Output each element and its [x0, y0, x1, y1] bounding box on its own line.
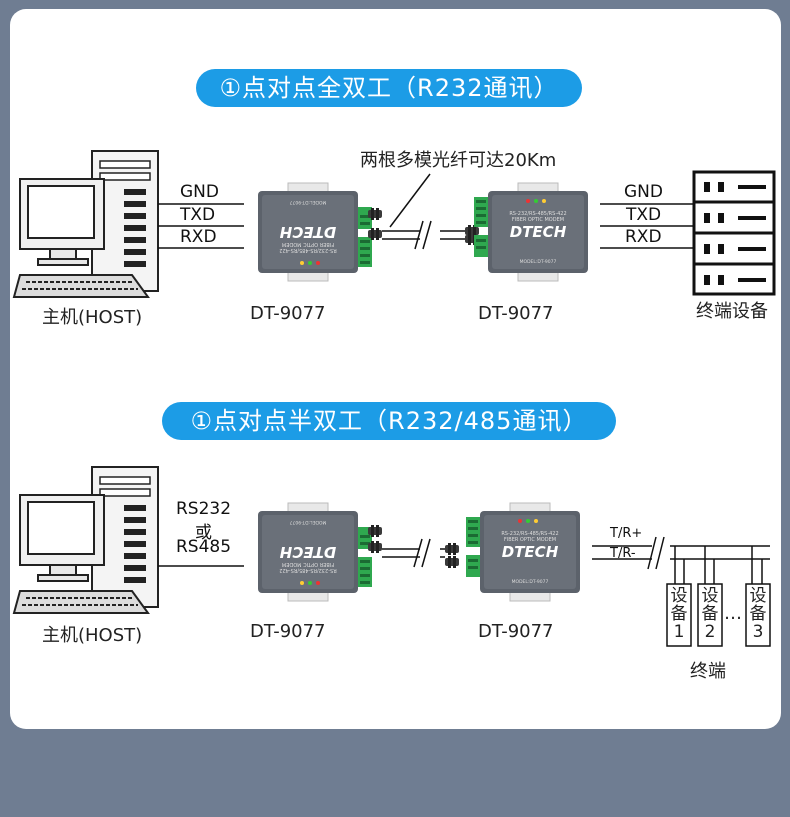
terminal-1-label: 设备1	[670, 586, 688, 642]
host-computer-1	[13, 150, 159, 298]
host-signal-gnd: GND	[180, 182, 219, 202]
fiber-lines-1	[382, 173, 465, 250]
terminal-device-label: 终端设备	[696, 301, 768, 322]
fiber-modem-right-2	[465, 502, 581, 602]
fiber-modem-left-1	[257, 182, 373, 282]
terminal-signal-txd: TXD	[626, 205, 662, 225]
section1-title: ①点对点全双工（R232通讯）	[196, 69, 582, 107]
wiring-diagram: DTECH RS-232/RS-485/RS-422 FIBER OPTIC M…	[13, 150, 776, 647]
fiber-lines-2	[382, 538, 445, 568]
host-signal-rxd: RXD	[180, 227, 217, 247]
device-right-label-2: DT-9077	[478, 621, 554, 642]
rs485-bus	[592, 536, 770, 584]
device-left-label-2: DT-9077	[250, 621, 326, 642]
section1-title-text: ①点对点全双工（R232通讯）	[219, 74, 559, 102]
terminal-box-3	[745, 583, 771, 647]
fiber-connector	[445, 543, 459, 555]
host-wires-1	[158, 203, 244, 249]
device-right-label-1: DT-9077	[478, 303, 554, 324]
fiber-modem-right-1	[473, 182, 589, 282]
iface-rs232: RS232	[176, 499, 232, 519]
host-label-1: 主机(HOST)	[42, 307, 143, 328]
device-left-label-1: DT-9077	[250, 303, 326, 324]
terminal-server	[692, 170, 776, 296]
terminal-group-label: 终端	[690, 661, 726, 682]
terminal-signal-rxd: RXD	[625, 227, 662, 247]
bus-minus-label: T/R-	[610, 546, 636, 561]
terminal-signal-gnd: GND	[624, 182, 663, 202]
section2-title-text: ①点对点半双工（R232/485通讯）	[190, 407, 588, 435]
iface-or: 或	[195, 523, 212, 543]
section2-title: ①点对点半双工（R232/485通讯）	[162, 402, 616, 440]
terminal-3-label: 设备3	[749, 586, 767, 642]
terminal-box-1	[666, 583, 692, 647]
terminal-wires-1	[600, 203, 694, 249]
iface-rs485: RS485	[176, 537, 232, 557]
fiber-note: 两根多模光纤可达20Km	[360, 150, 557, 171]
host-signal-txd: TXD	[180, 205, 216, 225]
terminal-box-2	[697, 583, 723, 647]
diagram-card: ①点对点全双工（R232通讯） ①点对点半双工（R232/485通讯）	[10, 9, 781, 729]
terminal-ellipsis: …	[724, 603, 742, 624]
fiber-connector	[445, 556, 459, 568]
host-label-2: 主机(HOST)	[42, 625, 143, 646]
fiber-modem-left-2	[257, 502, 373, 602]
terminal-2-label: 设备2	[701, 586, 719, 642]
host-computer-2	[13, 466, 159, 614]
bus-plus-label: T/R+	[610, 526, 643, 541]
